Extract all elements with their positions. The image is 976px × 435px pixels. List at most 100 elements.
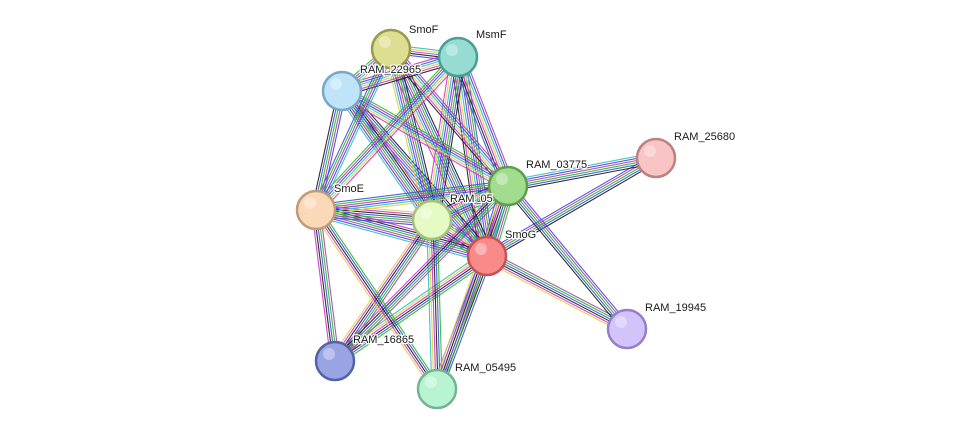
edge-strand <box>315 211 487 259</box>
edge-strand <box>432 57 460 221</box>
edge-strand <box>509 184 630 329</box>
edge-SmoE-RAM_05495[interactable] <box>312 207 441 392</box>
edge-strand <box>392 46 511 185</box>
edge-RAM_22965-SmoE[interactable] <box>311 89 347 212</box>
edge-strand <box>485 258 626 333</box>
edge-RAM_03775-SmoE[interactable] <box>315 180 509 216</box>
node-ram-19945[interactable]: RAM_19945 <box>606 301 707 350</box>
edge-strand <box>508 158 657 188</box>
node-smof[interactable]: SmoF <box>370 23 440 70</box>
edge-strand <box>315 180 508 206</box>
edge-strand <box>342 59 460 95</box>
node-circle[interactable] <box>321 70 363 112</box>
edge-strand <box>461 55 513 185</box>
node-msmf[interactable]: MsmF <box>437 28 508 78</box>
node-smoe[interactable]: SmoE <box>295 182 365 231</box>
edge-strand <box>311 89 339 210</box>
node-highlight <box>379 36 391 48</box>
node-ram-16865[interactable]: RAM_16865 <box>314 333 415 382</box>
node-circle[interactable] <box>487 165 529 207</box>
edge-strand <box>311 210 332 362</box>
node-label: RAM_03775 <box>526 159 587 171</box>
edge-strand <box>432 184 505 388</box>
node-highlight <box>475 243 487 255</box>
edge-strand <box>311 53 455 207</box>
edge-strand <box>440 187 513 391</box>
edge-strand <box>428 220 435 390</box>
node-ram-05495[interactable]: RAM_05495 <box>416 361 517 410</box>
edge-strand <box>316 57 460 212</box>
edge-strand <box>335 256 488 363</box>
node-ram-25680[interactable]: RAM_25680 <box>635 130 736 179</box>
edge-strand <box>312 212 434 392</box>
edge-strand <box>508 160 657 190</box>
edge-strand <box>333 184 507 360</box>
edge-strand <box>331 217 430 360</box>
edge-strand <box>313 210 436 391</box>
node-highlight <box>323 348 335 360</box>
edge-SmoG-RAM_25680[interactable] <box>484 153 659 261</box>
node-label: RAM_22965 <box>360 64 421 76</box>
node-smog[interactable]: SmoG <box>466 228 537 277</box>
edge-strand <box>315 209 336 362</box>
node-circle[interactable] <box>370 28 412 70</box>
edge-strand <box>316 188 509 214</box>
edge-strand <box>319 207 441 387</box>
edge-SmoG-RAM_19945[interactable] <box>484 250 630 335</box>
edge-strand <box>331 251 485 358</box>
edge-MsmF-SmoE[interactable] <box>311 53 463 214</box>
edge-RAM_05-RAM_05495[interactable] <box>426 219 443 390</box>
node-circle[interactable] <box>606 308 648 350</box>
edge-strand <box>317 49 394 212</box>
edge-strand <box>463 54 515 184</box>
node-ram-05[interactable]: RAM_05 <box>411 192 494 241</box>
edge-RAM_03775-RAM_16865[interactable] <box>331 182 512 365</box>
edge-strand <box>342 89 509 186</box>
edge-strand <box>337 188 512 365</box>
node-highlight <box>425 376 437 388</box>
edge-strand <box>314 213 487 261</box>
edge-strand <box>456 57 487 257</box>
edge-strand <box>438 58 466 222</box>
edge-RAM_03775-RAM_05495[interactable] <box>432 184 513 391</box>
node-label: SmoF <box>409 24 439 36</box>
edge-strand <box>317 91 345 211</box>
edge-strand <box>341 91 508 188</box>
edge-strand <box>485 155 656 255</box>
edge-RAM_03775-RAM_19945[interactable] <box>504 182 631 333</box>
node-label: MsmF <box>476 29 507 41</box>
node-label: RAM_16865 <box>353 334 414 346</box>
edge-strand <box>315 209 488 257</box>
edge-strand <box>336 187 510 363</box>
edge-strand <box>316 186 509 212</box>
node-circle[interactable] <box>466 235 508 277</box>
edge-strand <box>343 87 510 184</box>
node-label: RAM_25680 <box>674 131 735 143</box>
node-circle[interactable] <box>437 36 479 78</box>
node-circle[interactable] <box>314 340 356 382</box>
node-circle[interactable] <box>416 368 458 410</box>
edge-strand <box>340 93 507 190</box>
edge-strand <box>313 54 457 209</box>
edge-strand <box>330 216 429 359</box>
edge-strand <box>343 61 460 97</box>
edge-strand <box>319 209 340 361</box>
edge-SmoE-RAM_16865[interactable] <box>311 209 340 362</box>
node-ram-03775[interactable]: RAM_03775 <box>487 158 588 207</box>
node-label: SmoG <box>505 229 536 241</box>
edge-strand <box>339 91 431 222</box>
edge-strand <box>388 50 507 189</box>
node-ram-22965[interactable]: RAM_22965 <box>321 63 422 112</box>
node-highlight <box>330 78 342 90</box>
edge-strand <box>319 91 347 212</box>
node-circle[interactable] <box>411 199 453 241</box>
node-circle[interactable] <box>295 189 337 231</box>
edge-strand <box>315 182 508 208</box>
node-circle[interactable] <box>635 137 677 179</box>
edge-RAM_03775-RAM_25680[interactable] <box>506 152 658 192</box>
edge-strand <box>314 55 458 210</box>
edge-strand <box>441 257 493 392</box>
edge-strand <box>313 210 334 362</box>
edge-strand <box>457 56 509 187</box>
edge-strand <box>430 220 437 390</box>
